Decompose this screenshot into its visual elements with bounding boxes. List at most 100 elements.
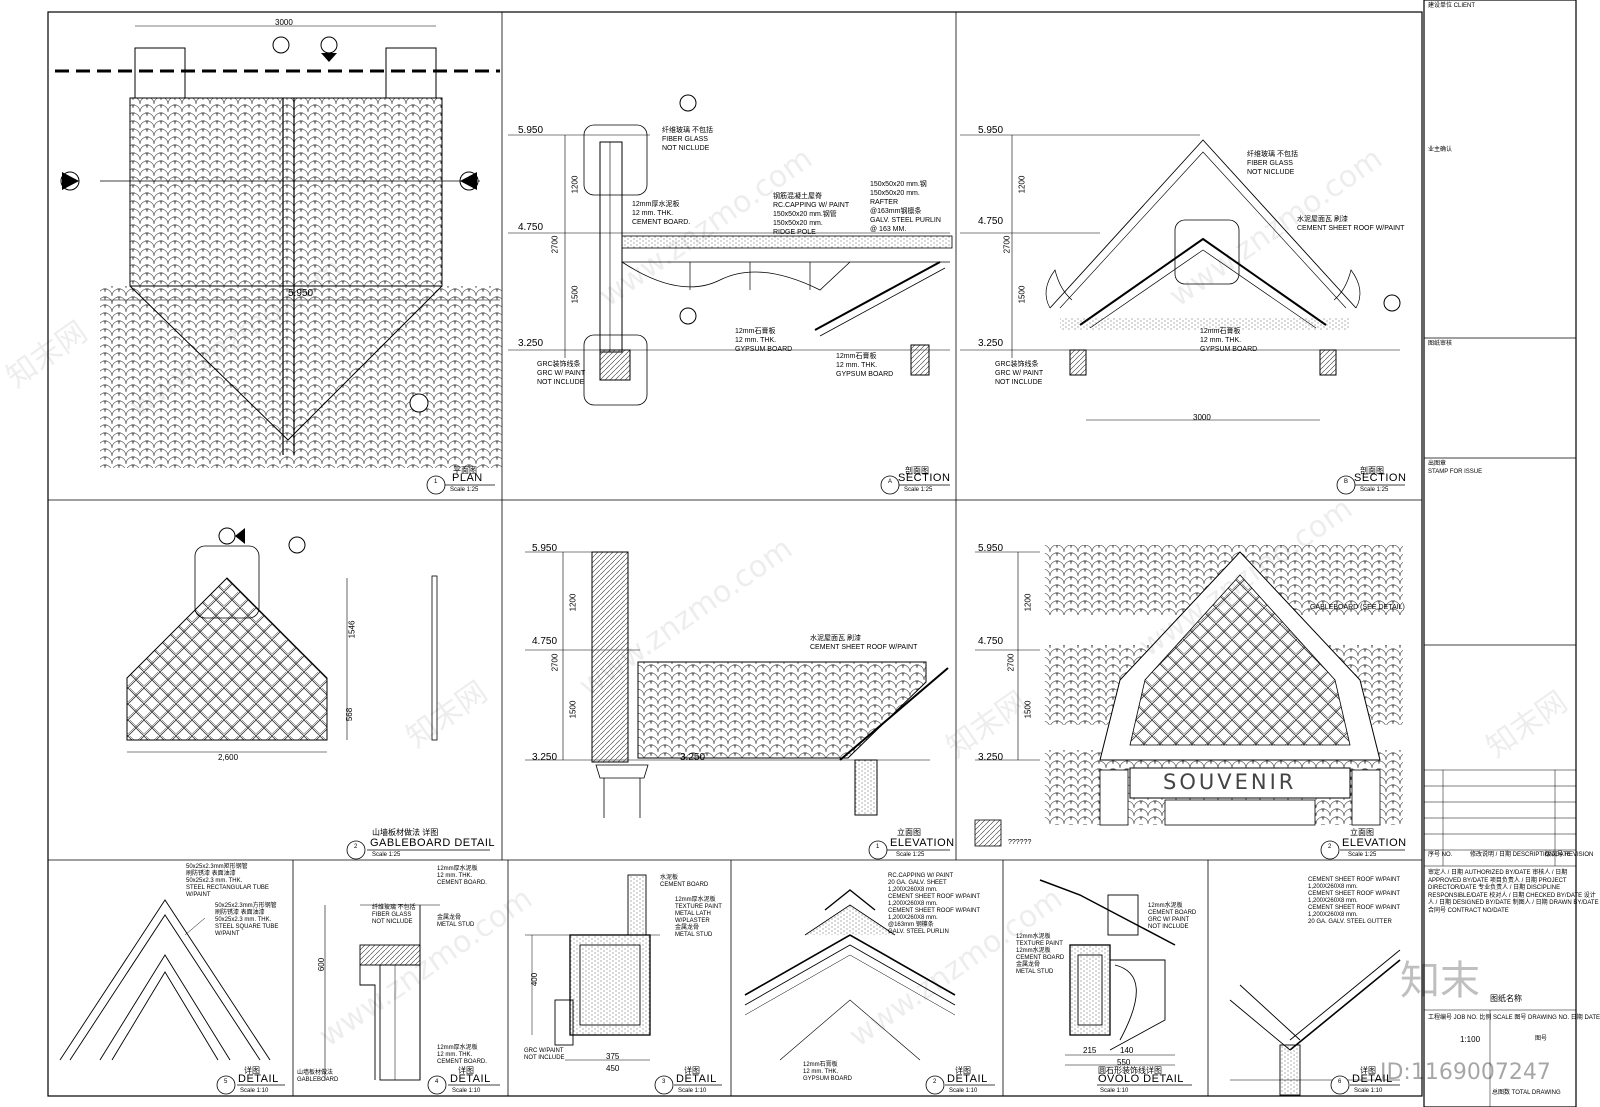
title-cn: 立面图 xyxy=(897,828,921,837)
note-cement-board: 水泥板 CEMENT BOARD xyxy=(660,875,709,888)
detail-2-drawing xyxy=(744,889,956,1061)
panel-scale: Scale 1:25 xyxy=(1348,852,1377,858)
panel-scale: Scale 1:10 xyxy=(240,1088,269,1094)
dim-600: 600 xyxy=(317,957,327,972)
note-gableboard: 山墙板材做法 GABLEBOARD xyxy=(297,1070,339,1083)
detail-6-drawing xyxy=(1229,949,1401,1096)
level-4750: 4.750 xyxy=(978,636,1004,647)
title-cn: 剖面图 xyxy=(905,466,929,475)
title-cn: 山墙板材做法 详图 xyxy=(372,828,439,837)
panel-scale: Scale 1:25 xyxy=(1360,487,1389,493)
dim-550: 550 xyxy=(1117,1058,1131,1067)
dim-3000: 3000 xyxy=(1193,413,1211,422)
section-b-drawing xyxy=(960,134,1401,421)
title-cn: 立面图 xyxy=(1350,828,1374,837)
level-5950: 5.950 xyxy=(532,543,558,554)
sheet-frame xyxy=(47,0,1577,1107)
panel-title-detail: DETAIL xyxy=(947,1073,988,1085)
panel-scale: Scale 1:25 xyxy=(904,487,933,493)
title-cn: 剖面图 xyxy=(1360,466,1384,475)
detail-1-drawing xyxy=(1039,879,1176,1066)
dim-2700: 2700 xyxy=(1002,235,1012,254)
watermark-id: ID:1169007247 xyxy=(1380,1060,1551,1085)
note-fiber-glass: 纤维玻璃 不包括 FIBER GLASS NOT NICLUDE xyxy=(662,127,713,152)
note-gypsum: 12mm石膏板 12 mm. THK. GYPSUM BOARD xyxy=(803,1062,853,1082)
dim-3000: 3000 xyxy=(275,18,293,27)
panel-title-section: SECTION xyxy=(898,472,951,484)
note-hatch: ?????? xyxy=(1008,839,1032,846)
panel-num: 5 xyxy=(224,1079,228,1085)
title-cn: 平面图 xyxy=(453,466,477,475)
title-block-fields: 工程编号 JOB NO. 比例 SCALE 图号 DRAWING NO. 日期 … xyxy=(1428,1015,1600,1021)
title-circles xyxy=(216,475,1356,1095)
dim-1500: 1500 xyxy=(568,700,578,719)
panel-num: 1 xyxy=(434,479,438,485)
title-block-stamp-cn: 出图章 xyxy=(1428,461,1447,467)
panel-title-detail: DETAIL xyxy=(676,1073,717,1085)
title-block-revision: 版次号 REVISION xyxy=(1545,852,1594,858)
plan-drawing xyxy=(55,25,502,468)
dim-2600: 2,600 xyxy=(218,753,239,762)
panel-title-detail: DETAIL xyxy=(450,1073,491,1085)
dim-1500: 1500 xyxy=(570,285,580,304)
note-rc-capping: 钢筋混凝土屋脊 RC.CAPPING W/ PAINT 150x50x20 mm… xyxy=(773,193,850,236)
note-grc: 12mm水泥板 CEMENT BOARD GRC W/ PAINT NOT IN… xyxy=(1148,903,1197,930)
panel-scale: Scale 1:10 xyxy=(678,1088,707,1094)
note-gypsum: 12mm石膏板 12 mm. THK. GYPSUM BOARD xyxy=(735,328,793,353)
dim-400: 400 xyxy=(530,972,540,987)
note-roof-layers: RC.CAPPING W/ PAINT 20 GA. GALV. SHEET 1… xyxy=(888,873,981,935)
note-cement-board: 12mm厚水泥板 12 mm. THK. CEMENT BOARD. xyxy=(437,866,487,886)
panel-scale: Scale 1:25 xyxy=(450,487,479,493)
panel-title-plan: PLAN xyxy=(452,472,483,484)
title-block-client: 建设单位 CLIENT xyxy=(1428,3,1476,9)
dim-2700: 2700 xyxy=(550,235,560,254)
panel-title-gableboard: GABLEBOARD DETAIL xyxy=(370,837,496,849)
note-metal-stud: 金属龙骨 METAL STUD xyxy=(437,915,475,928)
title-block-stamp: STAMP FOR ISSUE xyxy=(1428,469,1483,475)
gableboard-drawing xyxy=(126,527,438,753)
panel-scale: Scale 1:10 xyxy=(1100,1088,1129,1094)
note-grc: GRC装饰线条 GRC W/ PAINT NOT INCLUDE xyxy=(537,361,586,386)
title-cn: 详图 xyxy=(458,1066,474,1075)
section-a-drawing xyxy=(508,94,953,406)
level-5950: 5.950 xyxy=(518,125,544,136)
dim-1200: 1200 xyxy=(1023,593,1033,612)
note-grc: GRC W/PAINT NOT INCLUDE xyxy=(524,1048,565,1061)
note-gypsum: 12mm石膏板 12 mm. THK. GYPSUM BOARD xyxy=(836,353,894,378)
panel-num: 3 xyxy=(662,1079,666,1085)
level-3250: 3.250 xyxy=(680,752,706,763)
title-block-owner-confirm: 业主确认 xyxy=(1428,147,1453,153)
note-steel-tube: 50x25x2.3mm方形钢管 刷防锈漆 表面油漆 50x25x2.3 mm. … xyxy=(215,903,279,937)
panel-title-ovolo: OVOLO DETAIL xyxy=(1098,1073,1184,1085)
note-steel-tube: 50x25x2.3mm矩形钢管 刷防锈漆 表面油漆 50x25x2.3 mm. … xyxy=(186,864,269,898)
title-block-roles: 审定人 / 日期 AUTHORIZED BY/DATE 审核人 / 日期 APP… xyxy=(1428,870,1599,914)
watermark-logo: 知末 xyxy=(1400,958,1480,1004)
souvenir-sign: SOUVENIR xyxy=(1163,770,1297,794)
panel-title-detail: DETAIL xyxy=(1352,1073,1393,1085)
panel-num: A xyxy=(888,479,893,485)
title-cn: 详图 xyxy=(955,1066,971,1075)
panel-num: 1 xyxy=(876,844,880,850)
note-roof-gutter: CEMENT SHEET ROOF W/PAINT 1,200X260X8 mm… xyxy=(1308,877,1401,925)
panel-title-elevation: ELEVATION xyxy=(890,837,955,849)
note-fiber-glass: 纤维玻璃 不包括 FIBER GLASS NOT NICLUDE xyxy=(372,905,416,925)
panel-scale: Scale 1:10 xyxy=(1354,1088,1383,1094)
panel-scale: Scale 1:10 xyxy=(452,1088,481,1094)
title-cn: 圆石形装饰线详图 xyxy=(1098,1066,1162,1075)
panel-num: 2 xyxy=(354,844,358,850)
note-cement-roof: 水泥屋面瓦 刷漆 CEMENT SHEET ROOF W/PAINT xyxy=(1297,216,1405,232)
panel-scale: Scale 1:25 xyxy=(896,852,925,858)
dim-450: 450 xyxy=(606,1064,620,1073)
note-fiber-glass: 纤维玻璃 不包括 FIBER GLASS NOT NICLUDE xyxy=(1247,151,1298,176)
elevation-2-drawing xyxy=(974,545,1403,847)
dim-1200: 1200 xyxy=(570,175,580,194)
level-3250: 3.250 xyxy=(518,338,544,349)
level-5950: 5.950 xyxy=(978,543,1004,554)
dim-215: 215 xyxy=(1083,1046,1097,1055)
detail-5-drawing xyxy=(59,899,271,1061)
title-cn: 详图 xyxy=(684,1066,700,1075)
panel-scale: Scale 1:25 xyxy=(372,852,401,858)
note-rafter: 150x50x20 mm.钢 150x50x20 mm. RAFTER @163… xyxy=(870,181,941,233)
level-3250: 3.250 xyxy=(978,338,1004,349)
note-cement-board: 12mm厚水泥板 12 mm. THK. CEMENT BOARD. xyxy=(632,201,691,226)
